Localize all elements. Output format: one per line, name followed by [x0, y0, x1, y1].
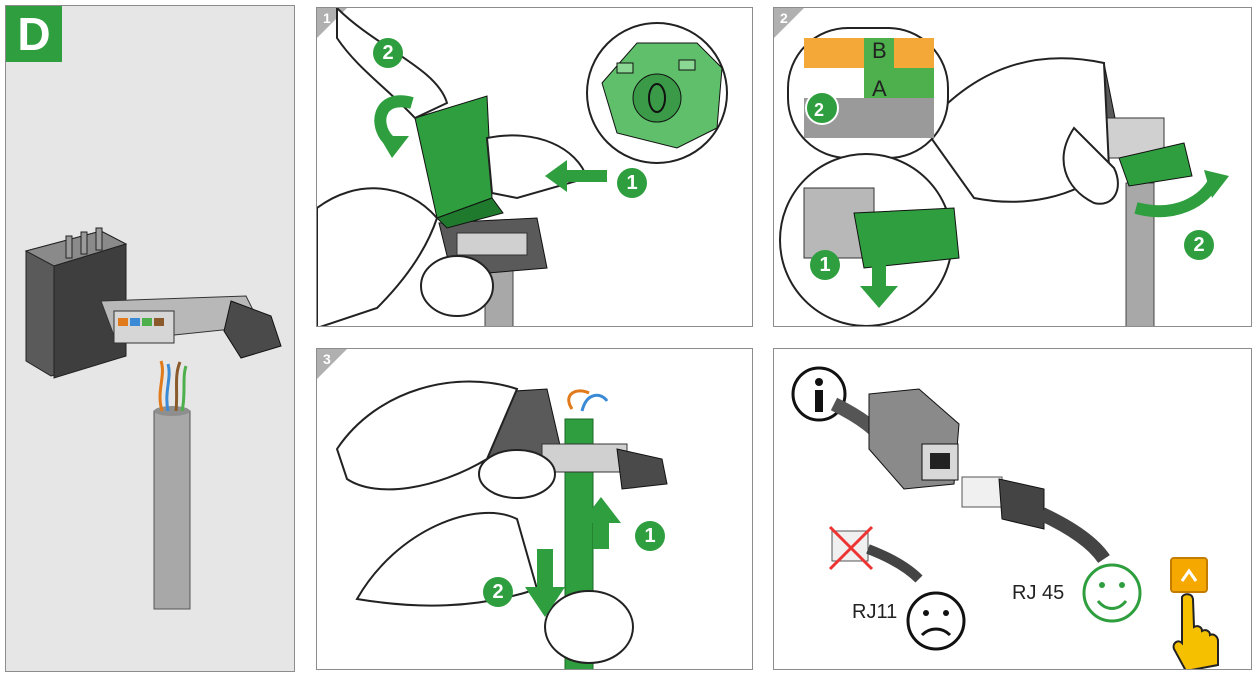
- callout-2: 2: [1184, 230, 1214, 260]
- step-3-illustration: [317, 349, 668, 669]
- step-2-illustration: [774, 8, 1229, 326]
- callout-1: 1: [617, 168, 647, 198]
- info-illustration: [791, 366, 1142, 651]
- pointing-hand-icon: [1172, 593, 1219, 669]
- rj11-label: RJ11: [852, 601, 898, 623]
- callout-1: 1: [810, 250, 840, 280]
- rj45-label: RJ 45: [1012, 582, 1065, 604]
- scroll-up-button[interactable]: [1170, 557, 1208, 593]
- step-number: 3: [323, 351, 331, 367]
- info-panel: RJ11 RJ 45: [773, 348, 1252, 670]
- callout-1: 1: [635, 521, 665, 551]
- step-2-panel: 2 B A 2 1 2: [773, 7, 1252, 327]
- step-number: 1: [323, 10, 331, 26]
- inset-letter-b: B: [872, 38, 887, 63]
- info-icon: [791, 366, 847, 422]
- step-3-panel: 3 1 2: [316, 348, 753, 670]
- inset-letter-a: A: [872, 76, 887, 101]
- happy-face-icon: [1082, 563, 1142, 623]
- step-1-panel: 1 2 1: [316, 7, 753, 327]
- chevron-up-icon: [1180, 568, 1198, 582]
- callout-2: 2: [483, 577, 513, 607]
- section-letter-badge: D: [6, 6, 62, 62]
- step-1-illustration: [317, 8, 728, 326]
- step-number: 2: [780, 10, 788, 26]
- inset-step-digit: 2: [814, 100, 825, 120]
- connector-illustration: [24, 227, 282, 610]
- sad-face-icon: [906, 591, 966, 651]
- panel-d: D: [5, 5, 295, 672]
- callout-2: 2: [373, 38, 403, 68]
